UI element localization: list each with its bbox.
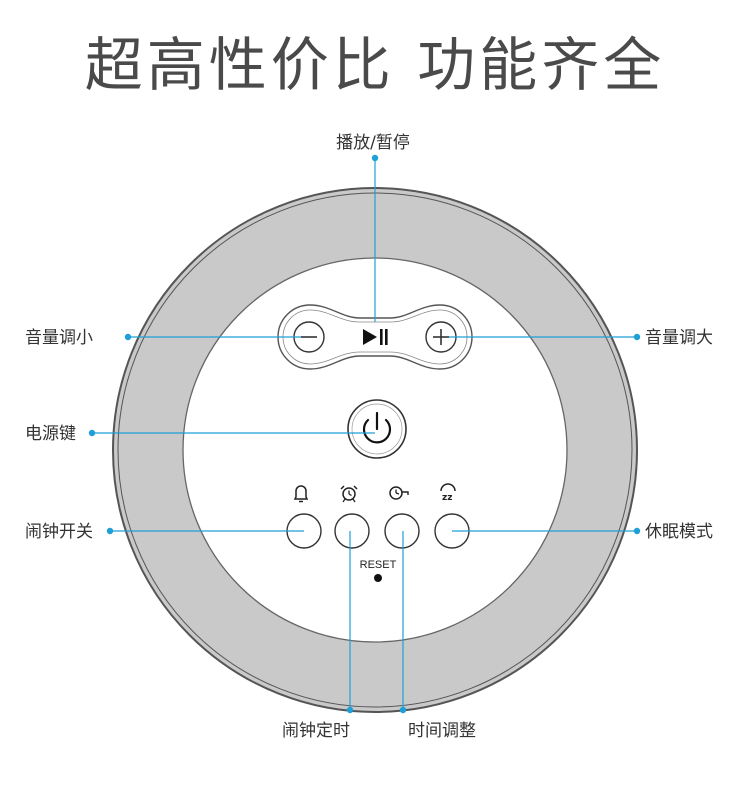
volume-up-label: 音量调大 <box>645 328 713 348</box>
sleep-mode-label: 休眠模式 <box>645 522 713 542</box>
bell-icon <box>293 485 309 503</box>
svg-text:zz: zz <box>442 493 452 503</box>
time-adjust-button[interactable] <box>384 513 420 549</box>
leader-lines <box>88 154 641 714</box>
page-title: 超高性价比 功能齐全 <box>84 31 666 99</box>
plus-icon <box>433 329 449 345</box>
sleep-zz-icon: zz <box>440 483 456 503</box>
reset-label: RESET <box>360 559 397 571</box>
play-pause-button[interactable] <box>352 322 398 352</box>
volume-down-label: 音量调小 <box>25 328 93 348</box>
clock-set-icon <box>389 486 409 500</box>
alarm-timer-button[interactable] <box>334 513 370 549</box>
reset-pinhole[interactable] <box>374 574 382 582</box>
alarm-timer-label: 闹钟定时 <box>282 721 350 741</box>
power-label: 电源键 <box>25 424 76 444</box>
play-pause-icon <box>363 329 388 345</box>
alarm-clock-icon <box>340 485 358 503</box>
volume-down-button[interactable] <box>293 321 325 353</box>
power-button[interactable] <box>347 399 407 459</box>
play-pause-label: 播放/暂停 <box>336 133 410 153</box>
power-icon <box>362 411 392 444</box>
volume-pill-inner <box>282 309 468 365</box>
alarm-switch-label: 闹钟开关 <box>25 522 93 542</box>
time-adjust-label: 时间调整 <box>408 721 476 741</box>
